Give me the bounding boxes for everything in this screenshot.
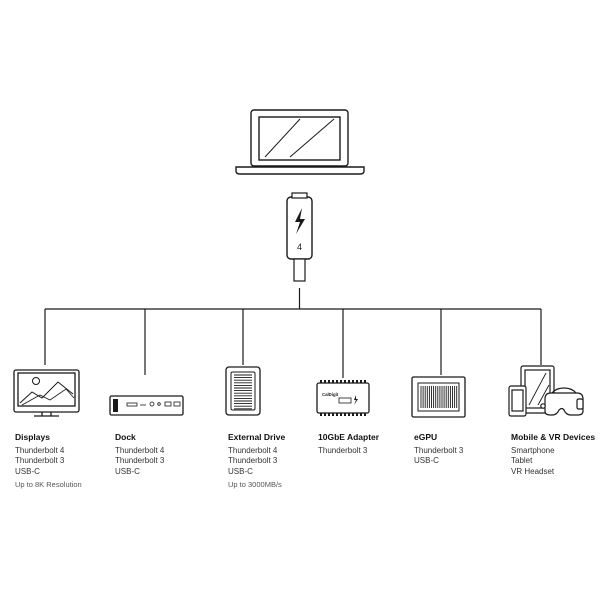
device-name: Displays [15,432,50,442]
external-drive-icon [225,366,261,416]
adapter-fin [336,413,338,416]
device-compatibility: Thunderbolt 3 [15,456,65,465]
device-note: Up to 3000MB/s [228,480,282,489]
adapter-brand-label: CalDigit [322,392,339,397]
adapter-fin [340,413,342,416]
adapter-fin [348,413,350,416]
device-name: Dock [115,432,136,442]
adapter-fin [320,413,322,416]
adapter-fin [364,380,366,383]
dock-icon [109,395,184,416]
adapter-fin [320,380,322,383]
adapter-fin [336,380,338,383]
device-compatibility: USB-C [228,466,253,476]
device-name: Mobile & VR Devices [511,432,596,442]
device-compatibility: USB-C [115,466,140,476]
adapter-fin [328,413,330,416]
device-compatibility: Thunderbolt 3 [115,456,165,465]
thunderbolt-bolt-icon [295,208,305,234]
device-compatibility: VR Headset [511,466,555,476]
mobile-vr-icon [508,365,584,417]
device-compatibility: Tablet [511,456,533,465]
device-name: 10GbE Adapter [318,432,380,442]
device-compatibility: Thunderbolt 3 [318,445,368,455]
adapter-fin [360,413,362,416]
device-name: External Drive [228,432,286,442]
device-name: eGPU [414,432,438,442]
adapter-fin [340,380,342,383]
device-compatibility: Thunderbolt 3 [414,445,464,455]
adapter-fin [356,413,358,416]
thunderbolt-cable-icon: 4 [286,192,313,282]
cable-generation-label: 4 [297,242,302,252]
laptop-icon [235,109,365,175]
connector-lines [44,288,542,378]
device-compatibility: Thunderbolt 4 [115,445,165,455]
device-compatibility: USB-C [414,456,439,465]
adapter-fin [328,380,330,383]
egpu-icon [411,376,466,418]
device-compatibility: Thunderbolt 4 [228,445,278,455]
device-compatibility: Thunderbolt 4 [15,445,65,455]
adapter-fin [352,413,354,416]
adapter-fin [364,413,366,416]
device-compatibility: Smartphone [511,445,555,455]
device-compatibility: USB-C [15,466,40,476]
adapter-fin [332,380,334,383]
network-adapter-icon: CalDigit [316,380,370,416]
adapter-fin [324,413,326,416]
display-icon [13,369,80,417]
adapter-fin [360,380,362,383]
device-note: Up to 8K Resolution [15,480,82,489]
adapter-fin [348,380,350,383]
adapter-fin [344,413,346,416]
adapter-fin [352,380,354,383]
adapter-fin [324,380,326,383]
device-compatibility: Thunderbolt 3 [228,456,278,465]
adapter-fin [344,380,346,383]
adapter-fin [332,413,334,416]
adapter-fin [356,380,358,383]
